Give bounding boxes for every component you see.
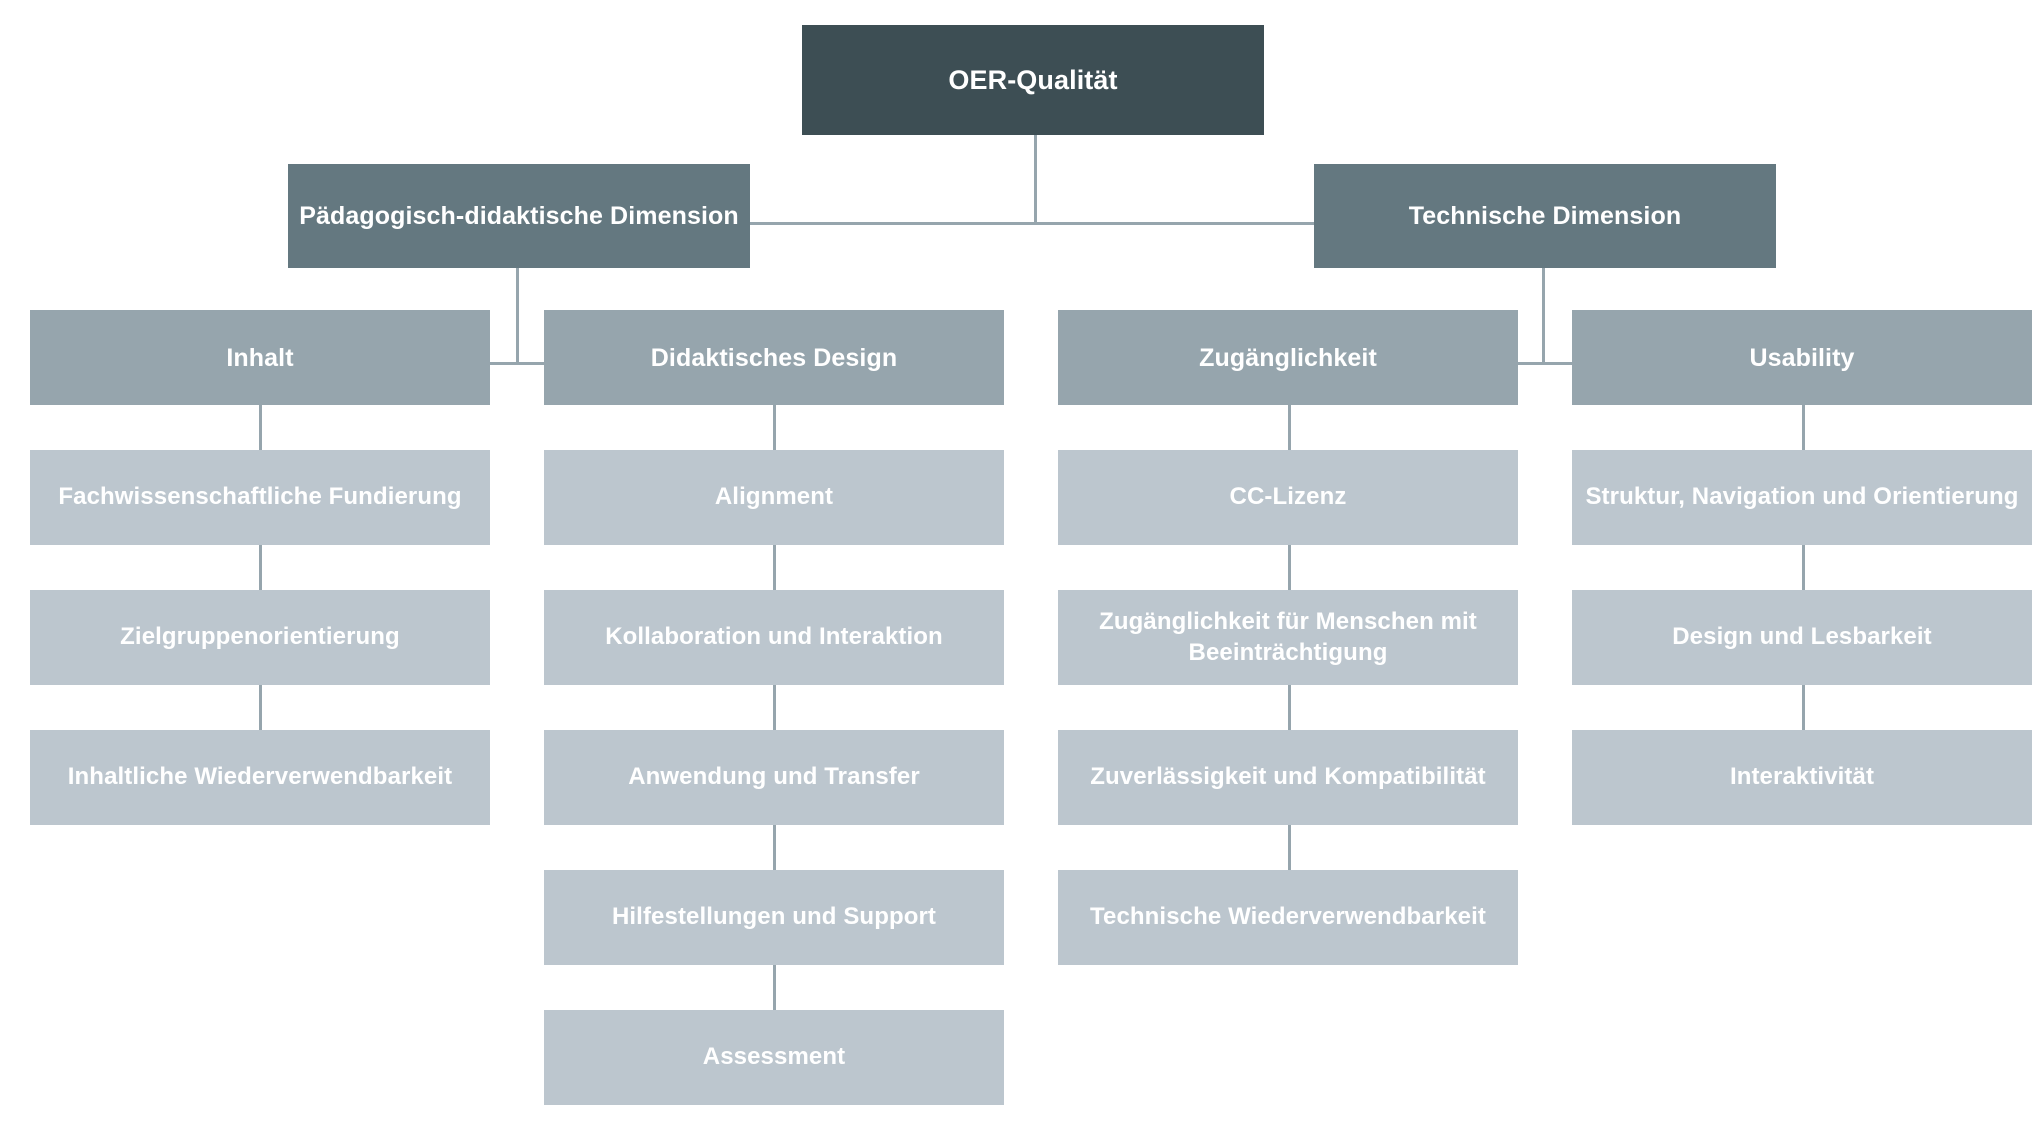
- node-criterion-zugaenglichkeit-beeintraechtigung[interactable]: Zugänglichkeit für Menschen mit Beeinträ…: [1058, 590, 1518, 685]
- node-criterion-cc-lizenz[interactable]: CC-Lizenz: [1058, 450, 1518, 545]
- node-category-didaktisches-design[interactable]: Didaktisches Design: [544, 310, 1004, 405]
- connector-dimension-spine: [735, 222, 1315, 225]
- connector-col4-c: [1802, 685, 1805, 730]
- node-dimension-paedagogisch-didaktisch[interactable]: Pädagogisch-didaktische Dimension: [288, 164, 750, 268]
- connector-col4-b: [1802, 545, 1805, 590]
- node-criterion-inhaltliche-wiederverwendbarkeit[interactable]: Inhaltliche Wiederverwendbarkeit: [30, 730, 490, 825]
- node-dimension-technisch[interactable]: Technische Dimension: [1314, 164, 1776, 268]
- node-category-inhalt[interactable]: Inhalt: [30, 310, 490, 405]
- connector-col1-c: [259, 685, 262, 730]
- connector-col3-b: [1288, 545, 1291, 590]
- connector-col2-a: [773, 405, 776, 455]
- connector-tech-crossbar: [1506, 362, 1580, 365]
- node-criterion-assessment[interactable]: Assessment: [544, 1010, 1004, 1105]
- node-criterion-anwendung-und-transfer[interactable]: Anwendung und Transfer: [544, 730, 1004, 825]
- node-criterion-alignment[interactable]: Alignment: [544, 450, 1004, 545]
- connector-col1-b: [259, 545, 262, 590]
- node-criterion-design-und-lesbarkeit[interactable]: Design und Lesbarkeit: [1572, 590, 2032, 685]
- connector-col3-a: [1288, 405, 1291, 455]
- node-criterion-zielgruppenorientierung[interactable]: Zielgruppenorientierung: [30, 590, 490, 685]
- node-root-oer-qualitaet[interactable]: OER-Qualität: [802, 25, 1264, 135]
- connector-tech-down: [1542, 268, 1545, 363]
- node-category-zugaenglichkeit[interactable]: Zugänglichkeit: [1058, 310, 1518, 405]
- node-criterion-struktur-navigation-orientierung[interactable]: Struktur, Navigation und Orientierung: [1572, 450, 2032, 545]
- node-criterion-zuverlaessigkeit-und-kompatibilitaet[interactable]: Zuverlässigkeit und Kompatibilität: [1058, 730, 1518, 825]
- connector-col2-e: [773, 965, 776, 1010]
- node-category-usability[interactable]: Usability: [1572, 310, 2032, 405]
- node-criterion-hilfestellungen-und-support[interactable]: Hilfestellungen und Support: [544, 870, 1004, 965]
- connector-paed-down: [516, 268, 519, 363]
- connector-paed-crossbar: [480, 362, 554, 365]
- node-criterion-interaktivitaet[interactable]: Interaktivität: [1572, 730, 2032, 825]
- connector-col1-a: [259, 405, 262, 455]
- node-criterion-technische-wiederverwendbarkeit[interactable]: Technische Wiederverwendbarkeit: [1058, 870, 1518, 965]
- connector-col3-c: [1288, 685, 1291, 730]
- connector-root-down: [1034, 135, 1037, 224]
- node-criterion-kollaboration-und-interaktion[interactable]: Kollaboration und Interaktion: [544, 590, 1004, 685]
- connector-col3-d: [1288, 825, 1291, 870]
- node-criterion-fachwissenschaftliche-fundierung[interactable]: Fachwissenschaftliche Fundierung: [30, 450, 490, 545]
- connector-col2-c: [773, 685, 776, 730]
- connector-col2-b: [773, 545, 776, 590]
- connector-col2-d: [773, 825, 776, 870]
- connector-col4-a: [1802, 405, 1805, 455]
